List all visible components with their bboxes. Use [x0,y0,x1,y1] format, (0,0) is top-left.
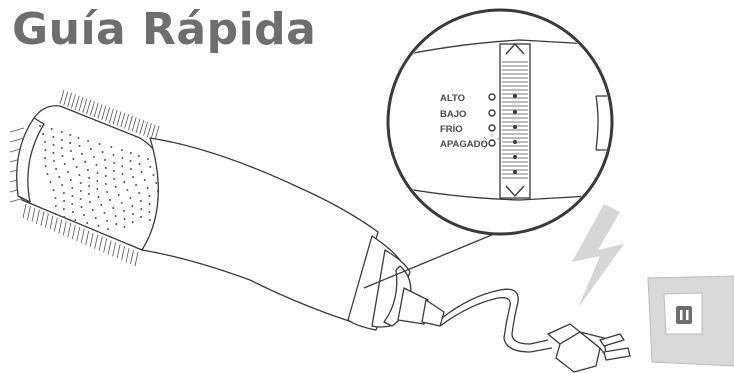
setting-off-label: APAGADO [440,139,488,150]
setting-cool-label: FRÍO [440,124,463,135]
setting-low-label: BAJO [440,109,466,120]
lightning-bolt-icon [572,204,624,308]
power-plug-icon [548,324,630,372]
setting-high-label: ALTO [440,93,465,104]
wall-outlet-icon [648,276,734,366]
switch-detail-callout: ALTO BAJO FRÍO APAGADO [380,10,614,234]
